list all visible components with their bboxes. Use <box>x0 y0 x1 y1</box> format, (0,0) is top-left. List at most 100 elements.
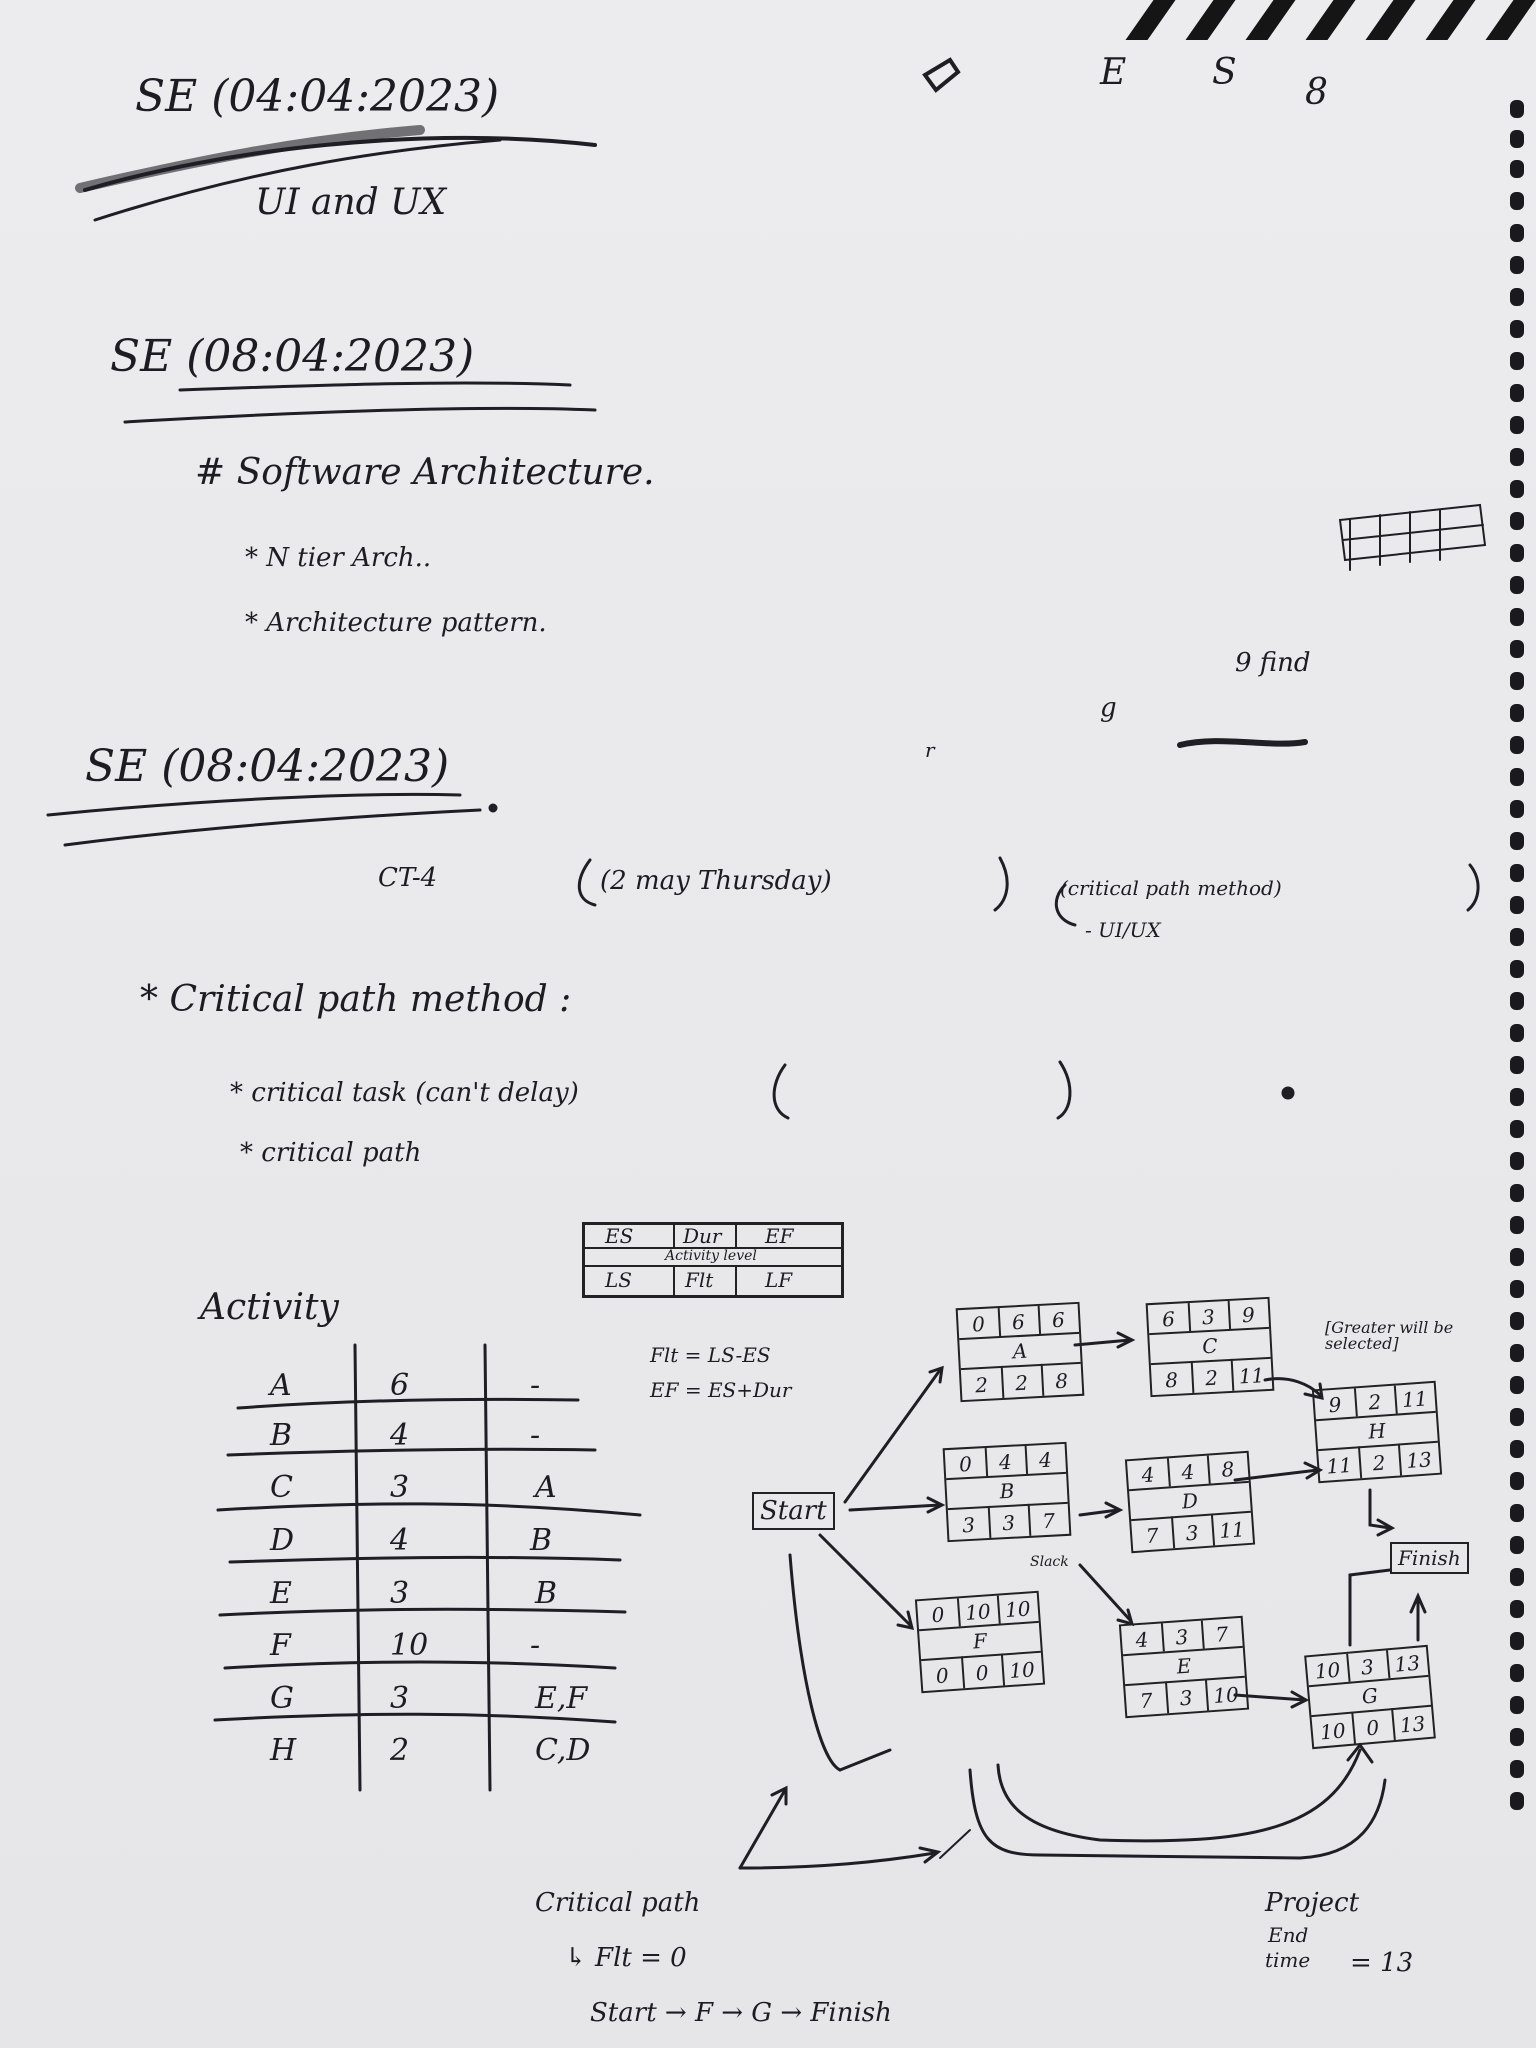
node-lf: 7 <box>1041 1508 1056 1534</box>
node-dur: 4 <box>1180 1459 1196 1485</box>
legend-activity-level: Activity level <box>665 1248 757 1264</box>
cpm-title: * Critical path method : <box>140 979 572 1020</box>
node-ls: 10 <box>1319 1718 1347 1745</box>
node-name: D <box>1181 1488 1199 1514</box>
node-lf: 8 <box>1054 1368 1069 1394</box>
heading-3: SE (08:04:2023) <box>85 741 450 792</box>
legend-flt: Flt <box>685 1268 714 1292</box>
node-dur: 3 <box>1359 1654 1375 1680</box>
node-ef: 4 <box>1038 1447 1053 1473</box>
node-lf: 13 <box>1398 1711 1427 1738</box>
node-ef: 9 <box>1241 1302 1256 1328</box>
legend-ls: LS <box>605 1268 632 1292</box>
formula-float: Flt = LS-ES <box>650 1343 771 1367</box>
node-float: 2 <box>1371 1450 1387 1476</box>
project-end-label: End <box>1268 1923 1309 1947</box>
architecture-item-2: * Architecture pattern. <box>245 608 547 638</box>
scribble-e: E <box>1100 52 1127 93</box>
architecture-item-1: * N tier Arch.. <box>245 543 432 573</box>
cpm-item-2: * critical path <box>240 1138 422 1168</box>
node-float: 3 <box>1184 1520 1200 1546</box>
legend-lf: LF <box>765 1268 793 1292</box>
legend-ef: EF <box>765 1224 794 1248</box>
node-dur: 3 <box>1174 1624 1190 1650</box>
node-es: 9 <box>1327 1392 1343 1418</box>
project-end-time-value: = 13 <box>1350 1948 1414 1978</box>
heading-1-subtitle: UI and UX <box>255 182 447 223</box>
node-ef: 13 <box>1393 1650 1421 1677</box>
node-ls: 2 <box>974 1372 989 1398</box>
slack-label: Slack <box>1030 1554 1069 1570</box>
ct-date: (2 may Thursday) <box>600 866 832 896</box>
node-dur: 6 <box>1011 1309 1026 1335</box>
node-lf: 13 <box>1405 1447 1433 1473</box>
network-note: [Greater will be selected] <box>1325 1318 1454 1353</box>
node-float: 0 <box>1365 1715 1381 1741</box>
node-es: 0 <box>930 1602 946 1628</box>
node-ls: 7 <box>1145 1523 1160 1549</box>
node-float: 0 <box>974 1660 990 1686</box>
node-ef: 10 <box>1004 1596 1032 1623</box>
node-lf: 11 <box>1238 1363 1265 1389</box>
ct-topic-2: - UI/UX <box>1085 918 1161 942</box>
node-name: C <box>1201 1333 1219 1359</box>
node-dur: 3 <box>1201 1304 1216 1330</box>
critical-path-float: ↳ Flt = 0 <box>565 1943 687 1973</box>
node-legend: ES Dur EF Activity level LS Flt LF <box>582 1222 844 1298</box>
node-es: 4 <box>1140 1462 1156 1488</box>
scribble-8: 8 <box>1305 72 1328 113</box>
node-ls: 3 <box>961 1512 976 1538</box>
ct-label: CT-4 <box>378 863 438 893</box>
node-lf: 10 <box>1008 1657 1036 1683</box>
cpm-item-1: * critical task (can't delay) <box>230 1078 579 1108</box>
node-ls: 0 <box>935 1663 950 1689</box>
architecture-title: # Software Architecture. <box>195 452 655 493</box>
legend-es: ES <box>605 1224 634 1248</box>
heading-2: SE (08:04:2023) <box>110 331 475 382</box>
node-ls: 8 <box>1164 1367 1179 1393</box>
node-dur: 2 <box>1367 1389 1383 1415</box>
ct-topics: (critical path method) <box>1060 876 1282 900</box>
formula-ef: EF = ES+Dur <box>650 1378 792 1402</box>
node-name: A <box>1012 1338 1028 1364</box>
node-ef: 7 <box>1214 1621 1229 1647</box>
node-es: 10 <box>1313 1657 1342 1684</box>
node-ls: 11 <box>1325 1452 1353 1479</box>
node-dur: 4 <box>998 1449 1013 1475</box>
node-name: E <box>1175 1653 1193 1679</box>
critical-path-label: Critical path <box>535 1888 701 1918</box>
margin-note-2: g <box>1100 693 1117 723</box>
node-es: 0 <box>971 1311 986 1337</box>
node-ef: 6 <box>1051 1307 1066 1333</box>
project-time-label: time <box>1265 1948 1311 1972</box>
node-name: B <box>998 1478 1015 1504</box>
node-float: 3 <box>1178 1685 1194 1711</box>
start-node: Start <box>752 1492 835 1530</box>
finish-node: Finish <box>1390 1542 1469 1574</box>
node-lf: 11 <box>1218 1517 1246 1543</box>
node-es: 0 <box>958 1451 973 1477</box>
node-name: H <box>1367 1418 1387 1444</box>
node-ef: 11 <box>1401 1386 1429 1413</box>
node-es: 4 <box>1134 1627 1150 1653</box>
node-name: F <box>972 1628 988 1654</box>
node-es: 6 <box>1161 1306 1176 1332</box>
node-name: G <box>1360 1683 1379 1709</box>
node-ef: 8 <box>1220 1456 1235 1482</box>
node-lf: 10 <box>1212 1682 1240 1708</box>
